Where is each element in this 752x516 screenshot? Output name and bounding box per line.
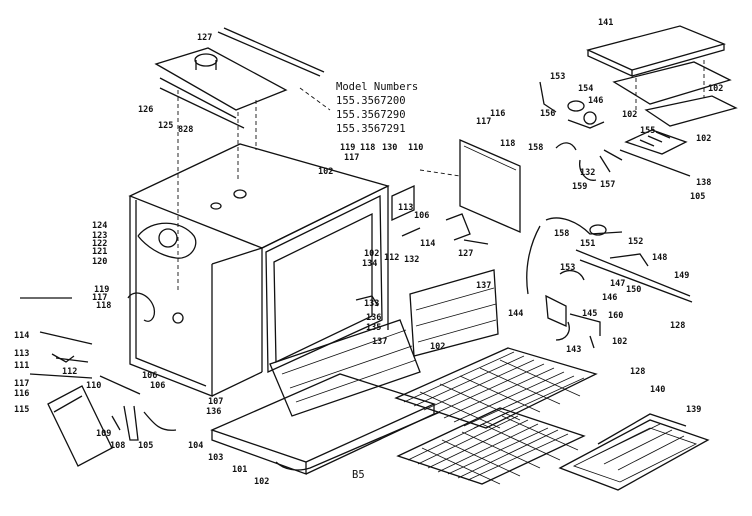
part-label: 102 bbox=[254, 477, 269, 487]
part-label: 127 bbox=[458, 249, 473, 259]
part-label: 152 bbox=[628, 237, 643, 247]
part-label: 106 bbox=[414, 211, 429, 221]
model-numbers-heading: Model Numbers bbox=[336, 81, 418, 93]
part-label: 114 bbox=[14, 331, 29, 341]
part-label: 133 bbox=[364, 299, 379, 309]
part-label: 102 bbox=[696, 134, 711, 144]
part-label: 112 bbox=[384, 253, 399, 263]
part-label: 828 bbox=[178, 125, 193, 135]
part-label: 153 bbox=[550, 72, 565, 82]
part-label: 108 bbox=[110, 441, 125, 451]
part-label: 106 bbox=[142, 371, 157, 381]
part-label: 140 bbox=[650, 385, 665, 395]
model-number-3: 155.3567291 bbox=[336, 123, 406, 135]
part-label: 148 bbox=[652, 253, 667, 263]
part-label: 120 bbox=[92, 257, 107, 267]
part-label: 146 bbox=[602, 293, 617, 303]
part-label: 121 bbox=[92, 247, 107, 257]
part-label: 105 bbox=[138, 441, 153, 451]
part-label: 135 bbox=[366, 323, 381, 333]
part-label: 154 bbox=[578, 84, 593, 94]
part-label: 153 bbox=[560, 263, 575, 273]
part-label: 157 bbox=[600, 180, 615, 190]
part-label: 113 bbox=[398, 203, 413, 213]
part-label: 112 bbox=[62, 367, 77, 377]
part-label: 110 bbox=[86, 381, 101, 391]
part-label: 118 bbox=[96, 301, 111, 311]
model-number-2: 155.3567290 bbox=[336, 109, 406, 121]
part-label: 159 bbox=[572, 182, 587, 192]
part-label: 116 bbox=[14, 389, 29, 399]
part-label: 101 bbox=[232, 465, 247, 475]
part-label: 149 bbox=[674, 271, 689, 281]
part-label: 118 bbox=[360, 143, 375, 153]
part-label: 117 bbox=[476, 117, 491, 127]
part-label: 137 bbox=[476, 281, 491, 291]
part-label: 134 bbox=[362, 259, 377, 269]
part-label: 119 bbox=[94, 285, 109, 295]
part-label: 155 bbox=[640, 126, 655, 136]
part-label: 122 bbox=[92, 239, 107, 249]
part-label: 107 bbox=[208, 397, 223, 407]
part-label: 125 bbox=[158, 121, 173, 131]
part-label: 109 bbox=[96, 429, 111, 439]
part-label: 102 bbox=[318, 167, 333, 177]
part-label: 145 bbox=[582, 309, 597, 319]
part-label: 147 bbox=[610, 279, 625, 289]
part-label: 139 bbox=[686, 405, 701, 415]
part-label: 137 bbox=[372, 337, 387, 347]
part-label: 136 bbox=[366, 313, 381, 323]
part-label: 102 bbox=[430, 342, 445, 352]
part-label: 115 bbox=[14, 405, 29, 415]
part-label: 150 bbox=[626, 285, 641, 295]
part-label: 132 bbox=[580, 168, 595, 178]
part-label: 119 bbox=[340, 143, 355, 153]
page-code: B5 bbox=[352, 469, 365, 481]
part-label: 102 bbox=[622, 110, 637, 120]
part-label: 104 bbox=[188, 441, 203, 451]
part-label: 158 bbox=[554, 229, 569, 239]
part-label: 103 bbox=[208, 453, 223, 463]
part-label: 110 bbox=[408, 143, 423, 153]
part-label: 116 bbox=[490, 109, 505, 119]
part-label: 146 bbox=[588, 96, 603, 106]
part-label: 128 bbox=[630, 367, 645, 377]
part-label: 114 bbox=[420, 239, 435, 249]
part-label: 102 bbox=[364, 249, 379, 259]
part-label: 143 bbox=[566, 345, 581, 355]
part-label: 113 bbox=[14, 349, 29, 359]
part-callouts: 127 126 125 828 141 153 154 146 102 102 … bbox=[14, 18, 723, 487]
part-label: 144 bbox=[508, 309, 523, 319]
part-label: 117 bbox=[14, 379, 29, 389]
part-label: 106 bbox=[150, 381, 165, 391]
part-label: 105 bbox=[690, 192, 705, 202]
part-label: 158 bbox=[528, 143, 543, 153]
model-number-1: 155.3567200 bbox=[336, 95, 406, 107]
drawing-lines bbox=[20, 25, 738, 491]
part-label: 118 bbox=[500, 139, 515, 149]
part-label: 117 bbox=[92, 293, 107, 303]
part-label: 136 bbox=[206, 407, 221, 417]
part-label: 127 bbox=[197, 33, 212, 43]
part-label: 156 bbox=[540, 109, 555, 119]
part-label: 111 bbox=[14, 361, 29, 371]
part-label: 141 bbox=[598, 18, 613, 28]
part-label: 160 bbox=[608, 311, 623, 321]
part-label: 123 bbox=[92, 231, 107, 241]
part-label: 132 bbox=[404, 255, 419, 265]
model-numbers-block: Model Numbers 155.3567200 155.3567290 15… bbox=[336, 81, 418, 135]
part-label: 128 bbox=[670, 321, 685, 331]
part-label: 117 bbox=[344, 153, 359, 163]
part-label: 130 bbox=[382, 143, 397, 153]
part-label: 124 bbox=[92, 221, 107, 231]
part-label: 151 bbox=[580, 239, 595, 249]
part-label: 102 bbox=[612, 337, 627, 347]
part-label: 102 bbox=[708, 84, 723, 94]
part-label: 138 bbox=[696, 178, 711, 188]
part-label: 126 bbox=[138, 105, 153, 115]
